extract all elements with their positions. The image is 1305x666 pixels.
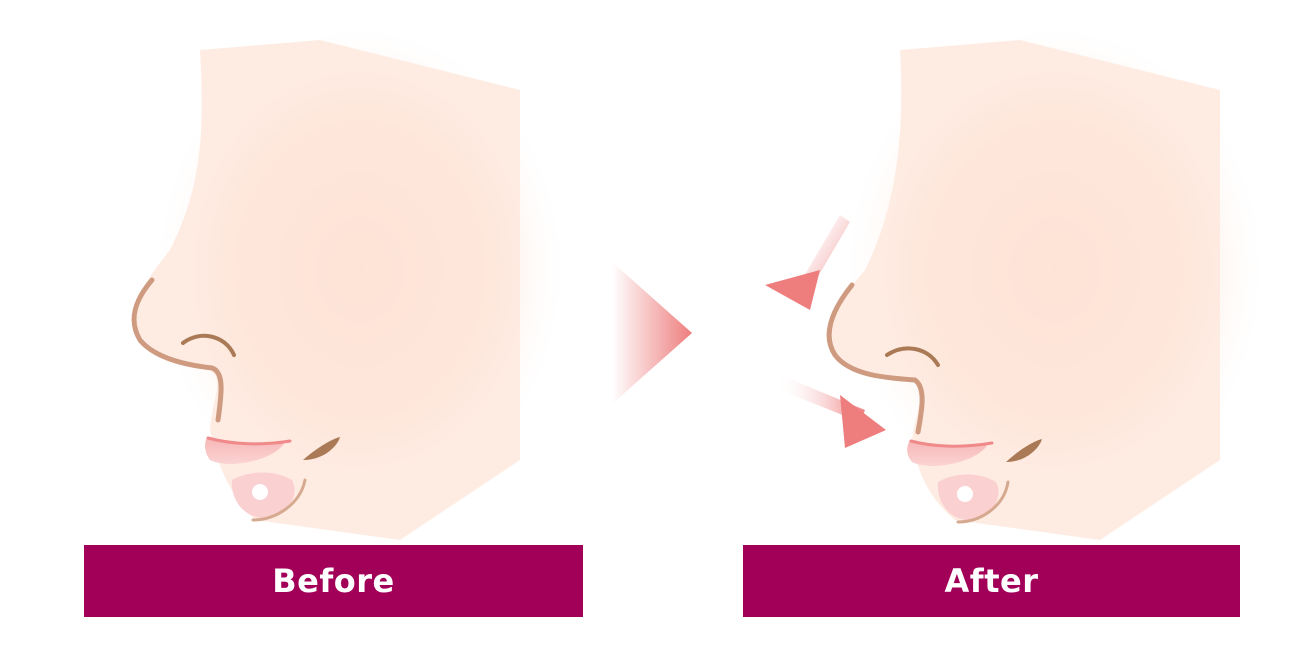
- before-face-illustration: [131, 20, 570, 540]
- nostril-line: [885, 346, 940, 367]
- arrow-icon: [775, 375, 886, 448]
- chin-contour: [251, 478, 307, 522]
- nose-contour: [131, 277, 224, 423]
- nostril-line: [181, 333, 236, 357]
- upper-lip: [205, 437, 285, 464]
- face-silhouette: [136, 40, 520, 540]
- mouth-corner: [1006, 439, 1042, 462]
- face-silhouette: [826, 40, 1220, 540]
- after-label: After: [944, 562, 1039, 600]
- after-face-illustration: [765, 20, 1270, 540]
- before-label-bar: Before: [84, 545, 583, 617]
- lip-line: [206, 436, 292, 446]
- nose-contour: [826, 282, 925, 435]
- mouth-corner: [303, 437, 340, 460]
- before-label: Before: [272, 562, 395, 600]
- chin-contour: [956, 480, 1010, 524]
- lip-highlight: [252, 484, 268, 500]
- lip-highlight: [957, 486, 973, 502]
- triangle-right-icon: [612, 262, 692, 404]
- after-panel: After: [700, 0, 1305, 666]
- before-panel: Before: [0, 0, 620, 666]
- lip-line: [909, 439, 994, 448]
- arrow-icon: [765, 215, 850, 310]
- after-label-bar: After: [743, 545, 1240, 617]
